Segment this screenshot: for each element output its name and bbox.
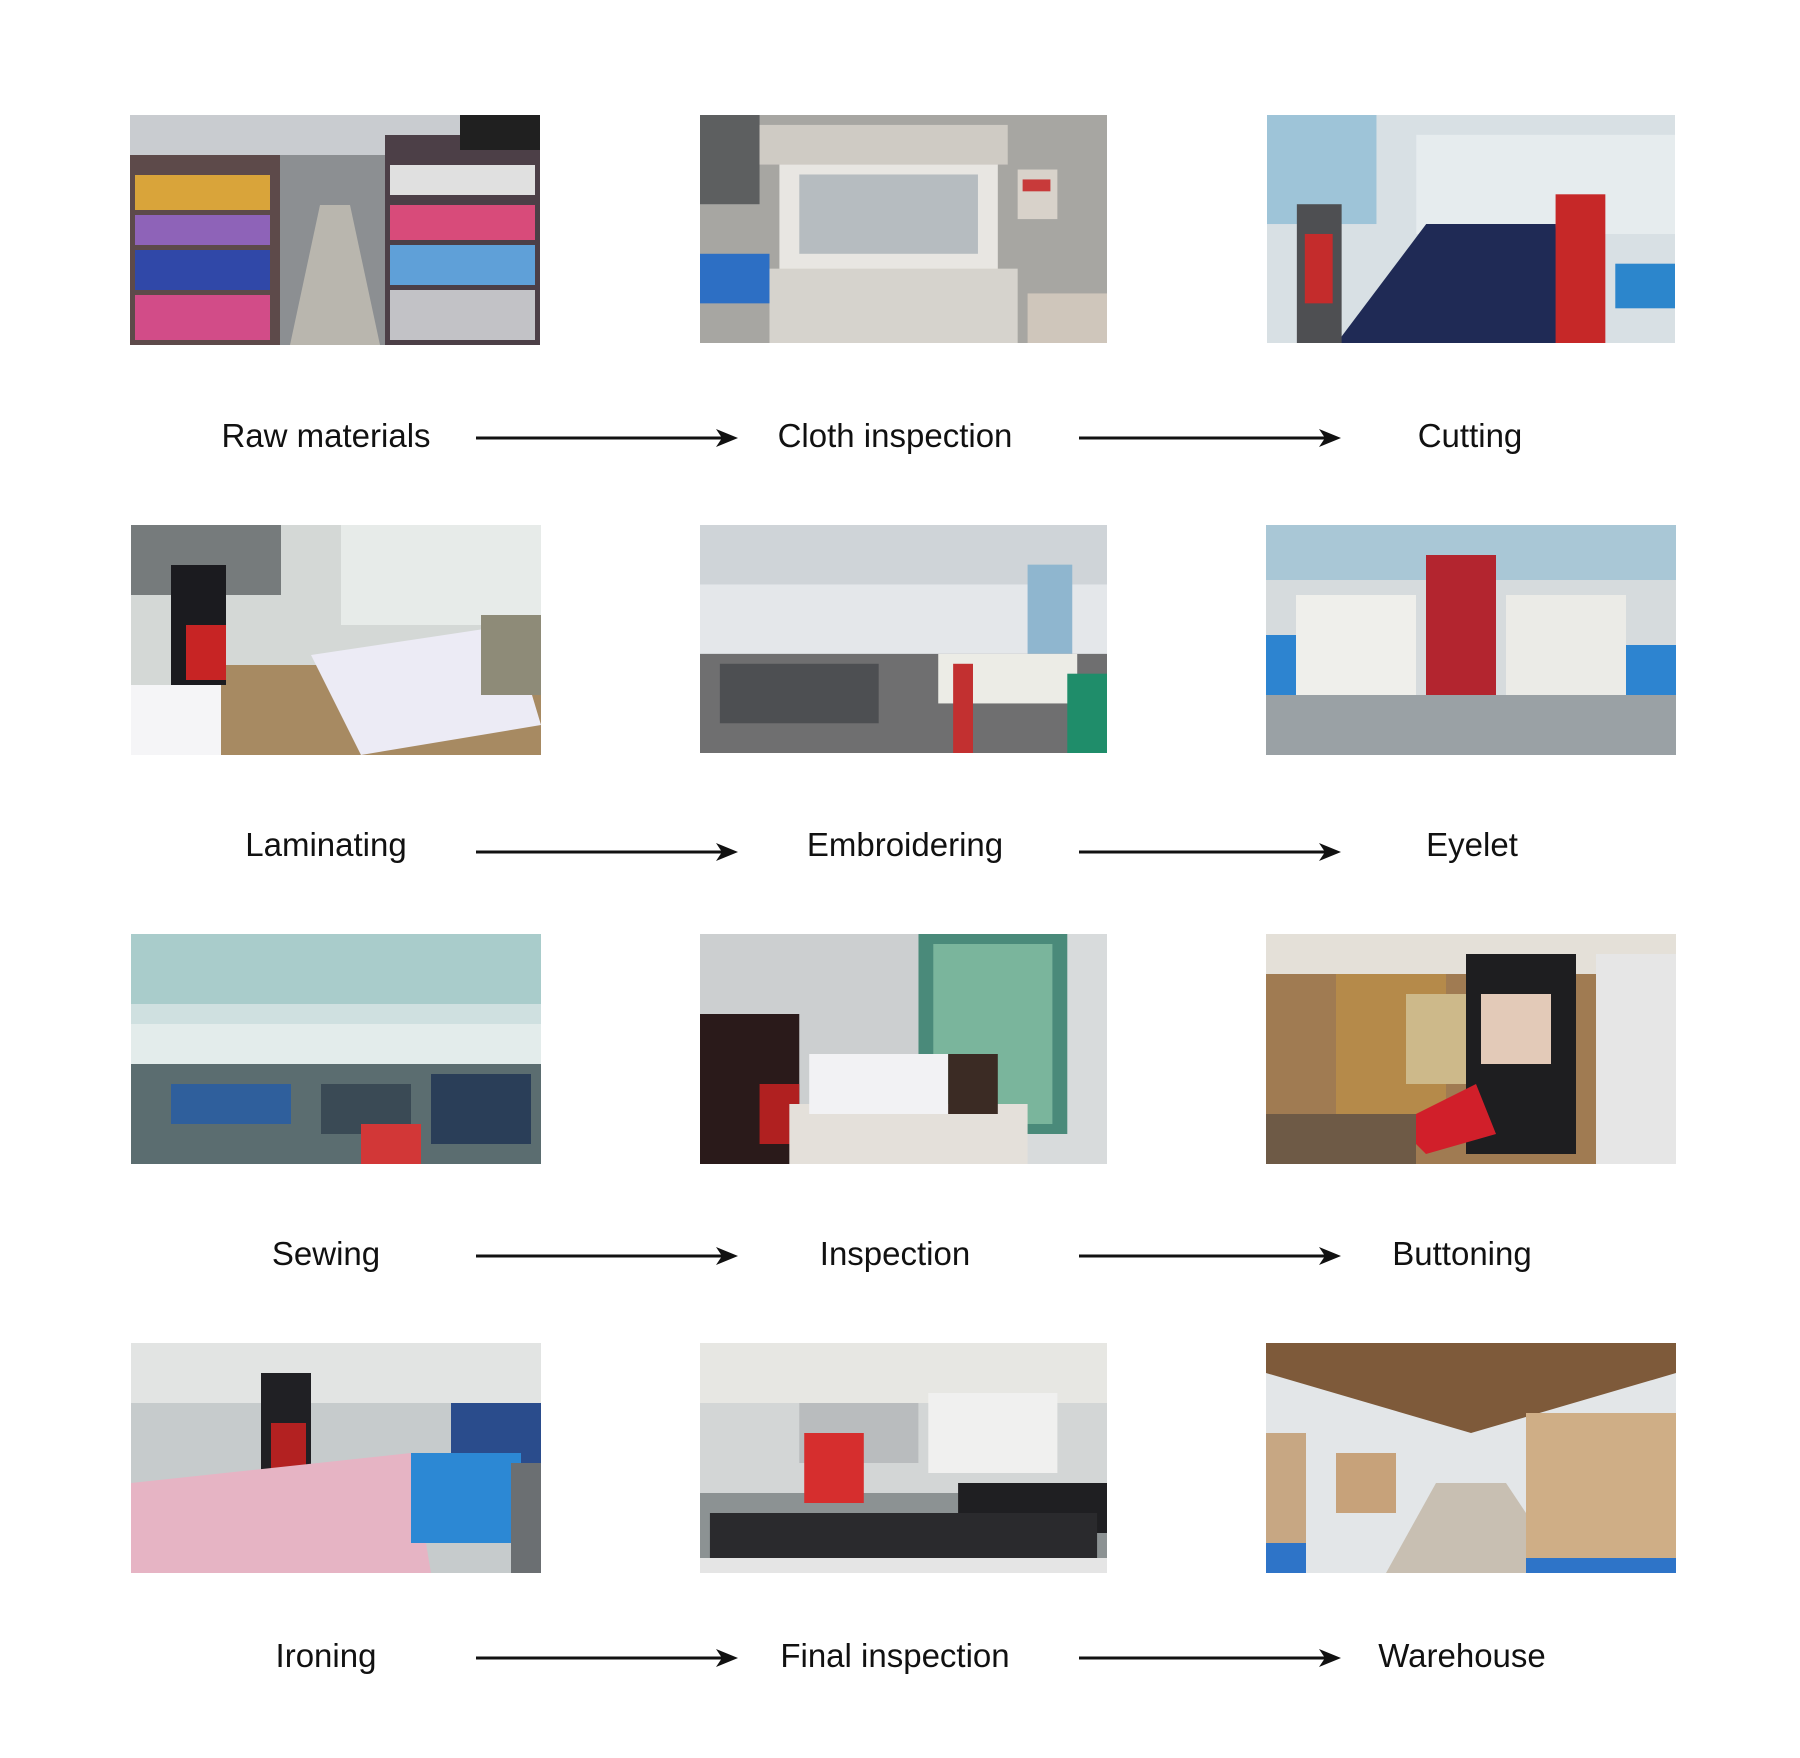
laminating-worker-photo (131, 525, 541, 755)
step-label-final-inspection: Final inspection (780, 1637, 1010, 1674)
warehouse-boxes-photo (1266, 1343, 1676, 1573)
cutting-table-photo (1267, 115, 1675, 343)
eyelet-machine-photo (1266, 525, 1676, 755)
step-label-eyelet: Eyelet (1426, 826, 1518, 863)
step-label-cutting: Cutting (1417, 417, 1523, 454)
right-arrow-icon (476, 1646, 738, 1670)
right-arrow-icon (1079, 840, 1341, 864)
step-label-ironing: Ironing (275, 1637, 377, 1674)
right-arrow-icon (476, 840, 738, 864)
right-arrow-icon (1079, 1646, 1341, 1670)
right-arrow-icon (1079, 426, 1341, 450)
step-label-raw-materials: Raw materials (221, 417, 431, 454)
embroidery-workshop-photo (700, 525, 1107, 753)
right-arrow-icon (476, 426, 738, 450)
step-label-sewing: Sewing (271, 1235, 381, 1272)
step-label-inspection: Inspection (819, 1235, 971, 1272)
ironing-station-photo (131, 1343, 541, 1573)
cloth-inspection-machine-photo (700, 115, 1107, 343)
right-arrow-icon (476, 1244, 738, 1268)
right-arrow-icon (1079, 1244, 1341, 1268)
raw-materials-warehouse-photo (130, 115, 540, 345)
inspection-table-photo (700, 934, 1107, 1164)
step-label-embroidering: Embroidering (806, 826, 1004, 863)
step-label-buttoning: Buttoning (1392, 1235, 1532, 1272)
step-label-cloth-inspection: Cloth inspection (777, 417, 1013, 454)
final-inspection-photo (700, 1343, 1107, 1573)
buttoning-machine-photo (1266, 934, 1676, 1164)
sewing-floor-photo (131, 934, 541, 1164)
step-label-warehouse: Warehouse (1378, 1637, 1546, 1674)
step-label-laminating: Laminating (245, 826, 407, 863)
